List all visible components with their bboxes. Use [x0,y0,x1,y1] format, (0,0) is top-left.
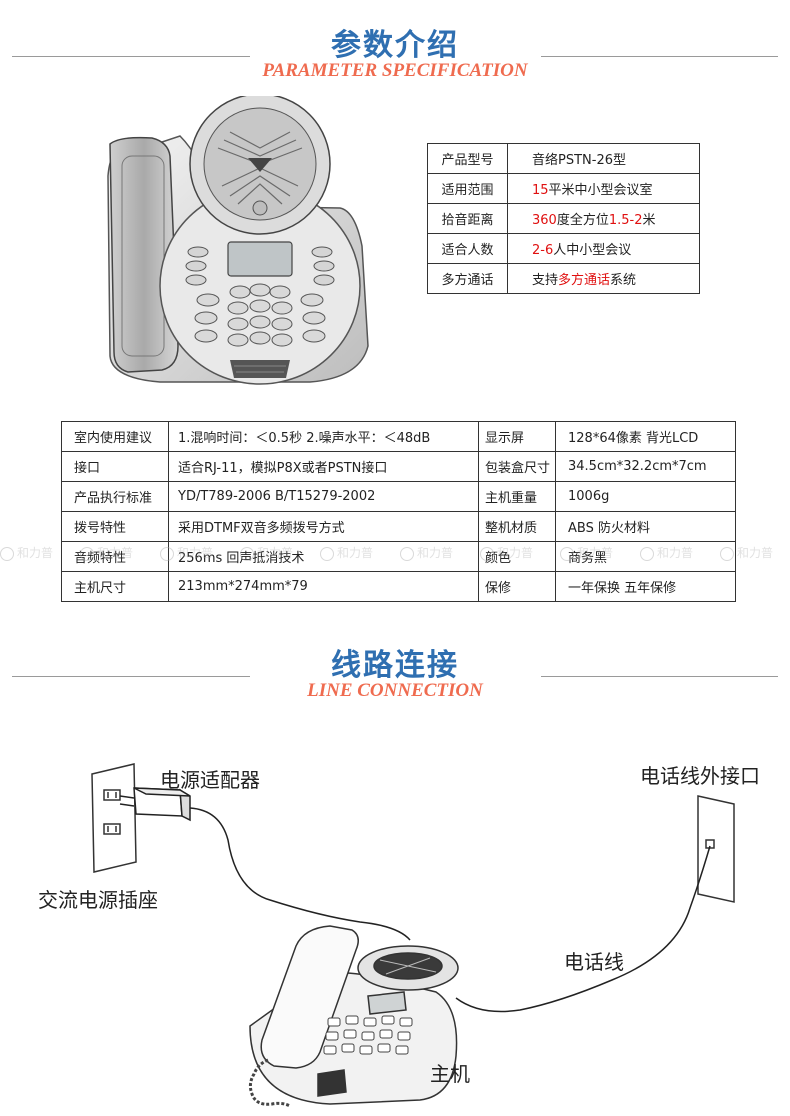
connection-diagram: 电源适配器 交流电源插座 电话线外接口 电话线 主机 [0,740,790,1116]
spec-value: 一年保换 五年保修 [555,571,736,602]
spec-value-segment: 多方通话 [558,273,611,288]
section-title-cn: 参数介绍 [331,28,459,63]
spec-value-segment: 360 [532,213,557,228]
divider-left [12,56,250,57]
label-external-port: 电话线外接口 [640,764,760,788]
divider-right [541,56,778,57]
spec-label: 接口 [61,451,169,482]
spec-value-segment: 15 [532,183,549,198]
spec-value-segment: 人中小型会议 [553,243,632,258]
spec-value-segment: 1.5-2 [608,213,643,228]
spec-value: 音络PSTN-26型 [507,143,700,174]
divider-left [12,676,250,677]
spec-value-segment: 系统 [610,273,637,288]
watermark-text: 和力普 [737,546,774,560]
wall-socket-icon [91,763,137,873]
spec-value-segment: 平米中小型会议室 [548,183,653,198]
connection-diagram-drawing [91,763,735,1108]
label-host: 主机 [430,1062,470,1086]
conference-phone-image [107,96,369,385]
power-cable [189,807,411,941]
spec-value-segment: 米 [642,213,656,228]
spec-label: 整机材质 [478,511,556,542]
spec-value: 256ms 回声抵消技术 [168,541,479,572]
spec-value: 360度全方位1.5-2米 [507,203,700,234]
phone-device-icon [249,925,459,1105]
spec-value-segment: 2-6 [532,243,554,258]
label-phone-line: 电话线 [564,950,624,974]
spec-value: 支持多方通话系统 [507,263,700,294]
section-title-en: PARAMETER SPECIFICATION [262,60,528,81]
handset-cord [248,1058,291,1108]
spec-summary-row: 产品型号 音络PSTN-26型 [427,143,700,174]
spec-value: 适合RJ-11，模拟P8X或者PSTN接口 [168,451,479,482]
spec-value: 15平米中小型会议室 [507,173,700,204]
spec-label: 主机重量 [478,481,556,512]
spec-value: YD/T789-2006 B/T15279-2002 [168,481,479,512]
phone-jack-icon [697,795,735,903]
spec-value: 采用DTMF双音多频拨号方式 [168,511,479,542]
spec-label: 主机尺寸 [61,571,169,602]
spec-value: 2-6人中小型会议 [507,233,700,264]
phone-line-cable [455,845,711,1013]
spec-value: 128*64像素 背光LCD [555,421,736,452]
spec-label: 拨号特性 [61,511,169,542]
line-section-header: 线路连接 LINE CONNECTION [0,640,790,710]
spec-label: 适用范围 [427,173,508,204]
spec-value-segment: 音络PSTN-26型 [532,153,626,168]
spec-label: 拾音距离 [427,203,508,234]
spec-label: 音频特性 [61,541,169,572]
spec-label: 包装盒尺寸 [478,451,556,482]
spec-label: 产品型号 [427,143,508,174]
parameter-section-header: 参数介绍 PARAMETER SPECIFICATION [0,20,790,90]
power-adapter-icon [119,787,191,822]
spec-label: 显示屏 [478,421,556,452]
spec-detail-row: 拨号特性采用DTMF双音多频拨号方式整机材质 ABS 防火材料 [61,511,736,542]
spec-value: ABS 防火材料 [555,511,736,542]
watermark-text: 和力普 [17,546,54,560]
spec-value: 1006g [555,481,736,512]
spec-label: 室内使用建议 [61,421,169,452]
spec-value: 213mm*274mm*79 [168,571,479,602]
divider-right [541,676,778,677]
spec-value: 商务黑 [555,541,736,572]
label-power-adapter: 电源适配器 [160,768,260,792]
spec-label: 颜色 [478,541,556,572]
spec-value: 34.5cm*32.2cm*7cm [555,451,736,482]
spec-label: 保修 [478,571,556,602]
watermark-logo-icon [0,546,14,561]
spec-value-segment: 度全方位 [556,213,609,228]
label-ac-socket: 交流电源插座 [38,888,158,912]
spec-label: 产品执行标准 [61,481,169,512]
spec-detail-row: 接口适合RJ-11，模拟P8X或者PSTN接口包装盒尺寸 34.5cm*32.2… [61,451,736,482]
section-title-en: LINE CONNECTION [307,680,483,701]
spec-label: 多方通话 [427,263,508,294]
spec-label: 适合人数 [427,233,508,264]
spec-value-segment: 支持 [532,273,559,288]
watermark: 和力普 [0,544,53,561]
spec-summary-row: 多方通话支持多方通话系统 [427,263,700,294]
section-title-cn: 线路连接 [331,648,459,683]
spec-value: 1.混响时间：＜0.5秒 2.噪声水平：＜48dB [168,421,479,452]
